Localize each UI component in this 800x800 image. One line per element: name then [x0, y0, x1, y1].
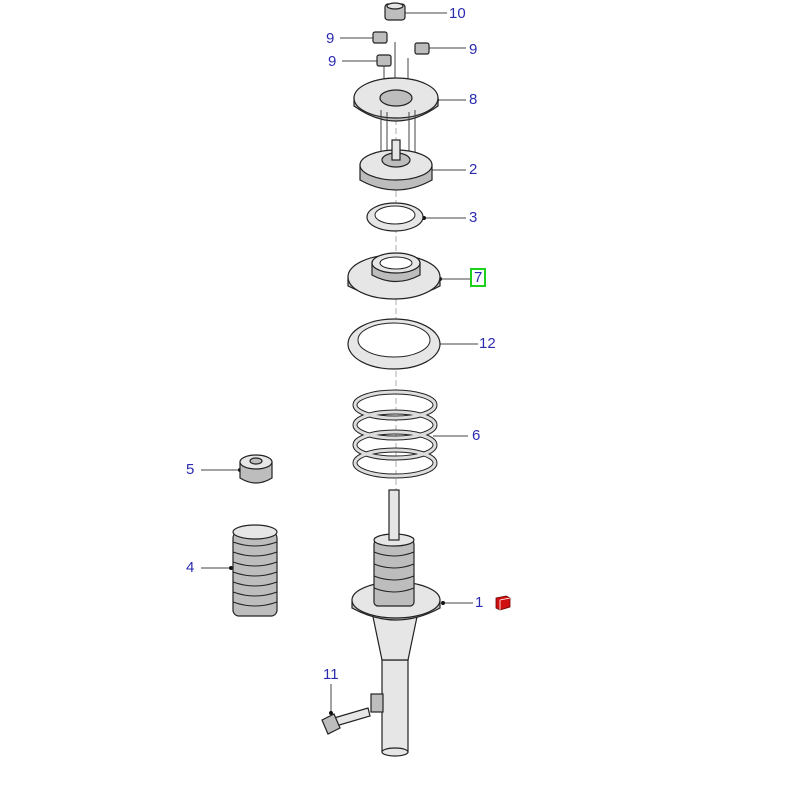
part-6-coil-spring[interactable] [352, 389, 438, 479]
part-12-spring-insulator[interactable] [347, 318, 441, 370]
part-1-shock-absorber[interactable] [351, 489, 441, 757]
callout-4[interactable]: 4 [186, 559, 195, 576]
callout-9[interactable]: 9 [328, 53, 337, 70]
callout-12[interactable]: 12 [479, 335, 496, 352]
part-11-bolt[interactable] [321, 707, 371, 735]
callout-6[interactable]: 6 [472, 427, 481, 444]
callout-2[interactable]: 2 [469, 161, 478, 178]
callout-8[interactable]: 8 [469, 91, 478, 108]
callout-7-selected[interactable]: 7 [470, 268, 487, 287]
part-10-nut[interactable] [384, 2, 406, 21]
part-4-dust-boot[interactable] [232, 524, 278, 617]
part-5-bump-stop[interactable] [239, 454, 273, 484]
callout-10[interactable]: 10 [449, 5, 466, 22]
add-to-cart-icon[interactable] [494, 595, 512, 611]
part-7-spring-seat[interactable] [347, 252, 441, 300]
part-8-top-mount[interactable] [353, 77, 439, 160]
callout-9[interactable]: 9 [469, 41, 478, 58]
callout-3[interactable]: 3 [469, 209, 478, 226]
callout-1[interactable]: 1 [475, 594, 484, 611]
part-2-strut-mount[interactable] [359, 139, 433, 191]
callout-5[interactable]: 5 [186, 461, 195, 478]
callout-9[interactable]: 9 [326, 30, 335, 47]
part-3-bearing[interactable] [366, 202, 424, 232]
callout-11[interactable]: 11 [323, 666, 339, 683]
